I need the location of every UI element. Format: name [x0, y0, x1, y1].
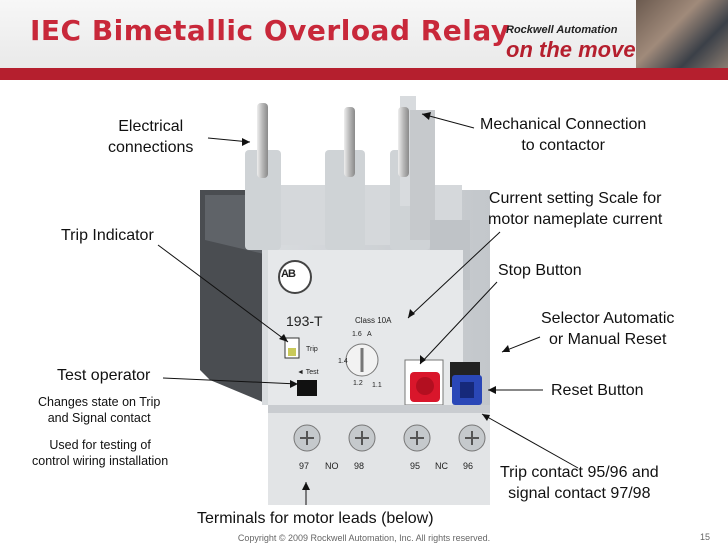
terminal-strip — [268, 405, 490, 505]
ab-logo-text: AB — [281, 268, 296, 280]
callout-trip-contact: Trip contact 95/96 and signal contact 97… — [500, 464, 659, 502]
scale-value: 1.2 — [353, 380, 363, 387]
callout-arrows — [157, 113, 579, 505]
callout-selector: Selector Automatic or Manual Reset — [541, 310, 675, 348]
brand-tagline: on the move — [506, 37, 636, 62]
scale-value: 1.6 — [352, 331, 362, 338]
header-bar — [0, 0, 728, 68]
page-title: IEC Bimetallic Overload Relay — [30, 14, 510, 47]
terminal-label: 96 — [463, 461, 474, 471]
ab-logo — [278, 260, 312, 294]
callout-electrical-connections: Electrical connections — [108, 118, 194, 156]
terminal-label: 95 — [410, 461, 421, 471]
callout-current-scale: Current setting Scale for motor nameplat… — [488, 190, 663, 228]
model-label: 193-T — [286, 313, 323, 329]
callout-stop-button: Stop Button — [498, 262, 582, 279]
callout-test-operator: Test operator — [57, 367, 151, 384]
callout-arrowheads — [242, 112, 510, 490]
test-label: ◄ Test — [297, 369, 319, 376]
test-operator — [297, 380, 317, 396]
pin — [257, 103, 268, 178]
scale-value: 1.1 — [372, 382, 382, 389]
callout-reset-button: Reset Button — [551, 382, 644, 399]
pin — [398, 107, 409, 177]
terminal-label: 98 — [354, 461, 365, 471]
header-photo — [636, 0, 728, 68]
terminal-label: NC — [435, 461, 448, 471]
terminal-label: 97 — [299, 461, 310, 471]
page-number: 15 — [700, 532, 711, 542]
callout-test-note-trip: Changes state on Trip and Signal contact — [38, 395, 161, 425]
scale-value: 1.4 — [338, 358, 348, 365]
brand-name: Rockwell Automation — [506, 24, 618, 36]
callout-trip-indicator: Trip Indicator — [61, 227, 154, 244]
class-label: Class 10A — [355, 316, 392, 325]
callout-test-note-wiring: Used for testing of control wiring insta… — [32, 438, 169, 468]
callout-mechanical-connection: Mechanical Connection to contactor — [480, 116, 647, 154]
pin — [344, 107, 355, 177]
terminal-label: NO — [325, 461, 339, 471]
callout-terminals: Terminals for motor leads (below) — [197, 510, 434, 527]
trip-label: Trip — [306, 346, 318, 353]
header-divider — [0, 68, 728, 80]
copyright-text: Copyright © 2009 Rockwell Automation, In… — [237, 533, 491, 543]
scale-value: A — [367, 331, 372, 338]
